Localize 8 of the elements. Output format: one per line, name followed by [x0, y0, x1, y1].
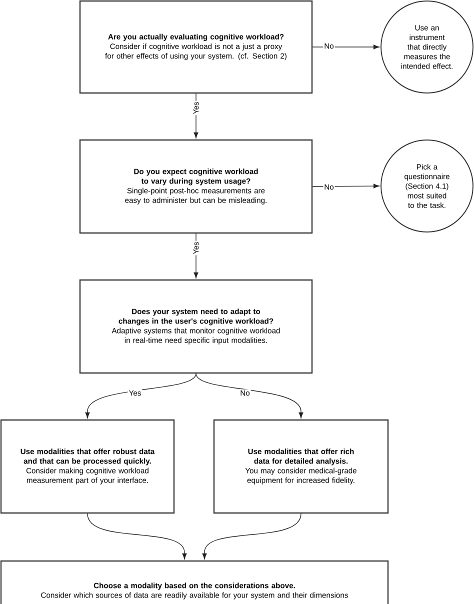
arrow	[312, 44, 380, 50]
arrow	[194, 93, 198, 138]
arrow	[87, 513, 187, 560]
arrow	[85, 373, 196, 418]
arrow	[194, 233, 198, 278]
arrow	[312, 184, 380, 188]
arrow	[202, 513, 302, 560]
arrow	[196, 373, 304, 418]
